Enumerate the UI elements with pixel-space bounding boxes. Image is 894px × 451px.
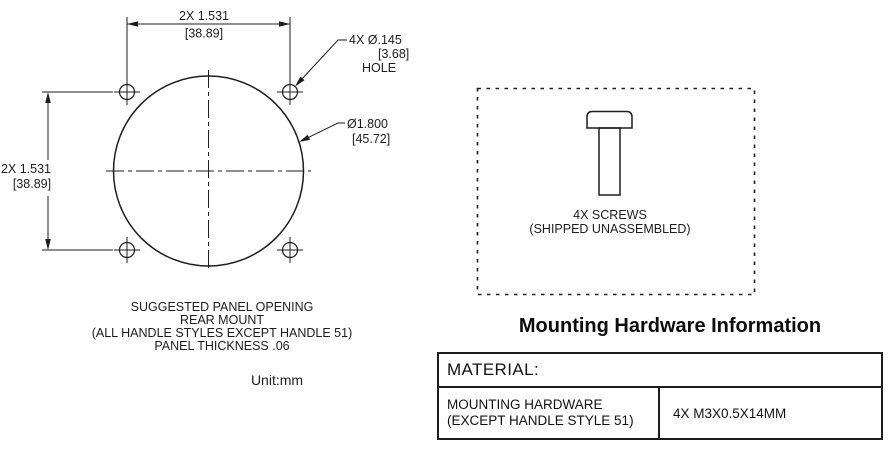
dim-top-value: 2X 1.531 [179,9,229,23]
hardware-label-cell: MOUNTING HARDWARE (EXCEPT HANDLE STYLE 5… [439,388,660,438]
hardware-shipping-box [476,87,756,296]
hardware-value: 4X M3X0.5X14MM [673,405,787,421]
hardware-label-line-1: MOUNTING HARDWARE [447,396,603,412]
hardware-value-cell: 4X M3X0.5X14MM [660,388,881,438]
dim-left-metric: [38.89] [13,177,51,191]
centerlines [106,70,311,272]
caption-line-2: REAR MOUNT [180,313,264,327]
screws-label-line-2: (SHIPPED UNASSEMBLED) [529,222,690,236]
hole-callout-metric: [3.68] [378,47,409,61]
diameter-callout-metric: [45.72] [352,132,390,146]
caption-line-4: PANEL THICKNESS .06 [154,339,289,353]
material-header-label: MATERIAL: [447,360,540,379]
mounting-hole-top-left [114,79,140,105]
hardware-label-line-2: (EXCEPT HANDLE STYLE 51) [447,413,634,428]
diameter-callout-value: Ø1.800 [347,117,388,131]
caption-line-1: SUGGESTED PANEL OPENING [131,300,314,314]
panel-opening-drawing [42,17,347,272]
hole-callout-value: 4X Ø.145 [349,33,402,47]
mounting-hole-bottom-right [277,237,303,263]
material-header-cell: MATERIAL: [439,354,881,388]
hardware-table: MATERIAL: MOUNTING HARDWARE (EXCEPT HAND… [437,352,883,440]
hole-callout-leader [295,39,347,87]
mounting-hole-bottom-left [114,237,140,263]
table-row: MOUNTING HARDWARE (EXCEPT HANDLE STYLE 5… [439,388,881,438]
dimension-top [126,17,291,79]
screw-head [586,110,633,129]
unit-note: Unit:mm [251,372,303,388]
screw-illustration [586,110,633,196]
caption-line-3: (ALL HANDLE STYLES EXCEPT HANDLE 51) [92,326,353,340]
dashed-boundary-box [476,87,756,296]
dim-top-metric: [38.89] [185,27,223,41]
dim-left-value: 2X 1.531 [1,162,51,176]
mounting-hardware-title: Mounting Hardware Information [518,315,822,337]
screw-shaft [598,127,621,196]
hole-callout-word: HOLE [362,61,396,75]
diameter-callout-leader [299,122,345,142]
dimension-left [42,91,113,251]
mounting-hole-top-right [277,79,303,105]
screws-label-line-1: 4X SCREWS [573,208,647,222]
